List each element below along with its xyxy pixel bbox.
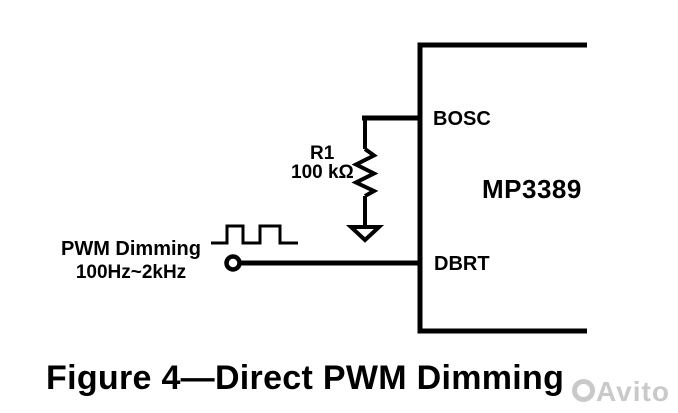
ground-arrow-icon [345, 225, 385, 243]
open-circle-terminal-icon [224, 254, 242, 272]
bosc-pin-label: BOSC [433, 108, 491, 130]
resistor-designator: R1 [310, 143, 335, 164]
pwm-input-label: PWM Dimming [61, 238, 201, 260]
chip-outline [417, 42, 587, 334]
pwm-input-label-block: PWM Dimming 100Hz~2kHz [48, 239, 214, 282]
resistor-symbol [351, 116, 379, 227]
chip-name: MP3389 [482, 174, 582, 204]
watermark-text: Avito [596, 376, 670, 407]
watermark: Avito [556, 368, 678, 413]
pwm-frequency-label: 100Hz~2kHz [75, 262, 187, 283]
dbrt-pin-label: DBRT [434, 253, 490, 275]
avito-ring-icon [572, 379, 595, 402]
figure-caption: Figure 4—Direct PWM Dimming [46, 359, 565, 397]
resistor-zigzag [351, 147, 379, 198]
resistor-value: 100 kΩ [291, 162, 354, 183]
square-wave-icon [211, 224, 298, 245]
